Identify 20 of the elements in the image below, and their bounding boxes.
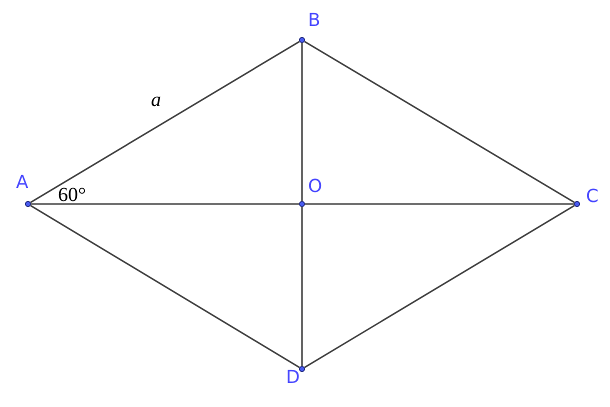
point-label: O	[308, 178, 322, 196]
point	[574, 201, 580, 207]
angle-label: 60°	[58, 185, 86, 205]
point	[299, 201, 305, 207]
line-segment	[31, 203, 299, 205]
point-label: B	[308, 12, 320, 30]
point	[25, 201, 31, 207]
point	[299, 366, 305, 372]
line-segment	[30, 40, 300, 204]
point	[299, 37, 305, 43]
line-segment	[304, 204, 575, 368]
point-label: C	[586, 188, 599, 206]
line-segment	[301, 207, 303, 366]
line-segment	[30, 204, 300, 368]
point-label: A	[16, 174, 28, 192]
line-segment	[305, 203, 574, 205]
edge-label: a	[151, 90, 161, 110]
point-label: D	[286, 369, 300, 387]
line-segment	[304, 40, 575, 204]
line-segment	[301, 43, 303, 201]
